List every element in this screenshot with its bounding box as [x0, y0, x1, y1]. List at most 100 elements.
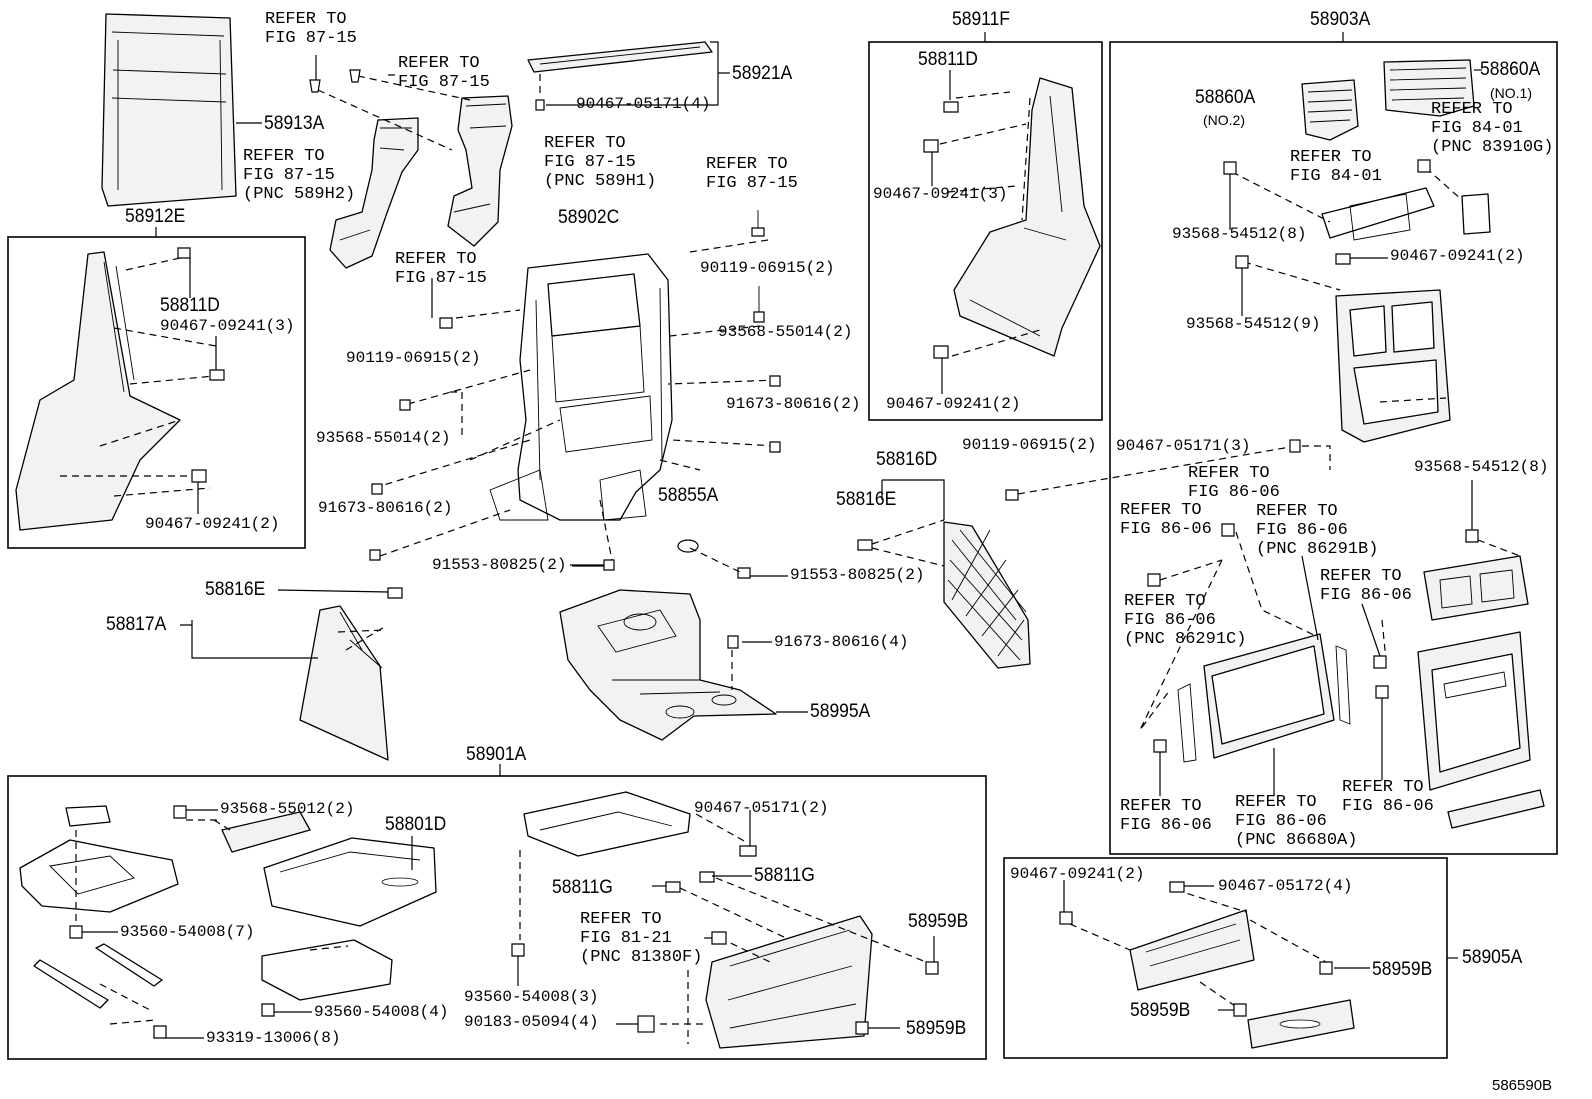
fastener-90467-05171-2: 90467-05171(2) — [694, 799, 829, 817]
fastener-91553-80825-2-right: 91553-80825(2) — [790, 566, 925, 584]
part-number-58905A: 58905A — [1462, 947, 1523, 968]
fastener-90467-05171-4: 90467-05171(4) — [576, 95, 711, 113]
part-number-58855A: 58855A — [658, 485, 719, 506]
duct-589H2 — [309, 79, 453, 269]
part-number-58811D-left: 58811D — [160, 295, 220, 316]
fastener-93319-13006-8: 93319-13006(8) — [206, 1029, 341, 1047]
part-number-58816E-top: 58816E — [205, 579, 266, 600]
tray-58905A — [1059, 880, 1370, 1049]
part-number-58959B-a: 58959B — [908, 911, 969, 932]
fastener-90467-09241-2-bottom-right: 90467-09241(2) — [1010, 865, 1145, 883]
fastener-group-frame — [369, 210, 788, 579]
fastener-90467-05171-3: 90467-05171(3) — [1116, 437, 1251, 455]
part-number-58959B-c: 58959B — [1372, 959, 1433, 980]
mesh-panel-58816D — [857, 445, 1297, 669]
part-number-58816E-mid: 58816E — [836, 489, 897, 510]
fastener-93568-54512-8-b: 93568-54512(8) — [1414, 458, 1549, 476]
note-no2: (NO.2) — [1203, 112, 1245, 128]
panel-58913A — [101, 13, 262, 207]
fastener-93568-54512-9: 93568-54512(9) — [1186, 315, 1321, 333]
bracket-upper-58903A — [1223, 159, 1491, 316]
part-number-58811G-left: 58811G — [552, 877, 613, 898]
part-number-58816D: 58816D — [876, 449, 938, 470]
part-number-58811G-right: 58811G — [754, 865, 815, 886]
tray-base-58901A — [19, 805, 312, 1039]
part-number-58959B-d: 58959B — [1130, 1000, 1191, 1021]
fastener-91673-80616-2-right: 91673-80616(2) — [726, 395, 861, 413]
part-number-58913A: 58913A — [264, 113, 325, 134]
fastener-91673-80616-4: 91673-80616(4) — [774, 633, 909, 651]
fastener-90119-06915-2-left: 90119-06915(2) — [346, 349, 481, 367]
part-number-58901A: 58901A — [466, 744, 527, 765]
fastener-90467-09241-2-left: 90467-09241(2) — [145, 515, 280, 533]
part-number-58902C: 58902C — [558, 207, 620, 228]
fastener-90119-06915-2-right: 90119-06915(2) — [700, 259, 835, 277]
frame-58902C — [373, 239, 779, 561]
part-number-58860A-no1: 58860A — [1480, 59, 1541, 80]
diagram-id: 586590B — [1492, 1077, 1553, 1094]
fastener-93568-54512-8-a: 93568-54512(8) — [1172, 225, 1307, 243]
fastener-90467-05172-4: 90467-05172(4) — [1218, 877, 1353, 895]
fastener-90119-06915-2-mid: 90119-06915(2) — [962, 436, 1097, 454]
fastener-90467-09241-2-right: 90467-09241(2) — [1390, 247, 1525, 265]
duct-589H1 — [349, 69, 513, 247]
part-number-58959B-b: 58959B — [906, 1018, 967, 1039]
fastener-93568-55014-2-left: 93568-55014(2) — [316, 429, 451, 447]
fastener-93560-54008-3: 93560-54008(3) — [464, 988, 599, 1006]
part-number-58921A: 58921A — [732, 63, 793, 84]
fastener-90183-05094-4: 90183-05094(4) — [464, 1013, 599, 1031]
part-number-58811D-mid: 58811D — [918, 49, 978, 70]
fastener-93568-55014-2-right: 93568-55014(2) — [718, 323, 853, 341]
fastener-90467-09241-3-left: 90467-09241(3) — [160, 317, 295, 335]
group-box-58903A — [1109, 41, 1558, 855]
trim-strip-58921A — [527, 41, 730, 111]
part-number-58911F: 58911F — [952, 9, 1010, 30]
part-number-58995A: 58995A — [810, 701, 871, 722]
lower-bezel-58903A — [1417, 631, 1545, 829]
fastener-93560-54008-4: 93560-54008(4) — [314, 1003, 449, 1021]
drawer-58801D — [213, 811, 437, 1001]
fastener-93568-55012-2: 93568-55012(2) — [220, 800, 355, 818]
part-number-58801D: 58801D — [385, 814, 447, 835]
console-58901A — [511, 791, 939, 1049]
vent-58860A-no1 — [1383, 59, 1482, 117]
fastener-91673-80616-2-left: 91673-80616(2) — [318, 499, 453, 517]
group-box-58901A — [7, 775, 987, 1060]
switch-panel-58903A — [1423, 480, 1529, 621]
lid-58817A — [180, 587, 403, 761]
note-no1: (NO.1) — [1490, 85, 1532, 101]
fastener-91553-80825-2-left: 91553-80825(2) — [432, 556, 567, 574]
part-number-58912E: 58912E — [125, 206, 186, 227]
part-number-58903A: 58903A — [1310, 9, 1371, 30]
part-number-58860A-no2: 58860A — [1195, 87, 1256, 108]
side-panel-58912E — [15, 247, 225, 531]
pillar-58911F — [923, 70, 1101, 394]
display-58903A — [1139, 523, 1389, 796]
bracket-58995A — [559, 589, 808, 741]
part-number-58817A: 58817A — [106, 614, 167, 635]
vent-58860A-no2 — [1301, 79, 1359, 141]
fastener-90467-09241-3-mid: 90467-09241(3) — [873, 185, 1008, 203]
bezel-58903A — [1289, 289, 1451, 470]
fastener-93560-54008-7: 93560-54008(7) — [120, 923, 255, 941]
fastener-90467-09241-2-mid: 90467-09241(2) — [886, 395, 1021, 413]
